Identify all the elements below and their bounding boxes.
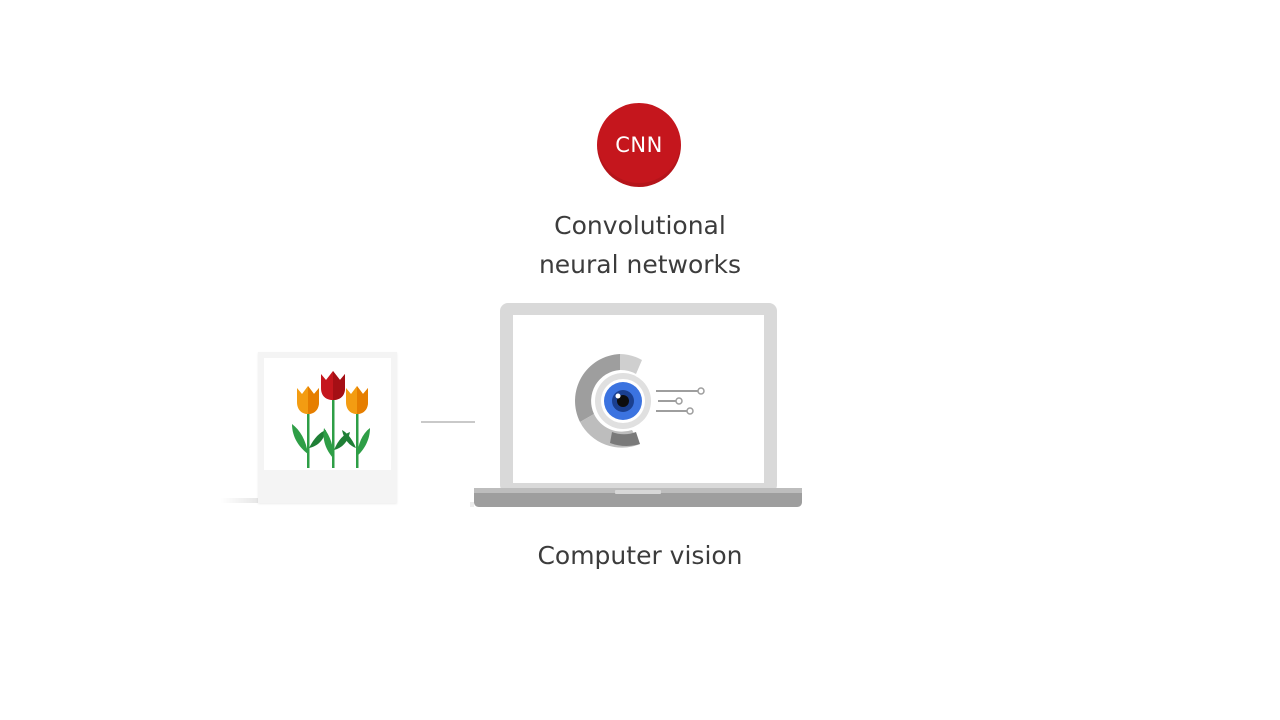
cnn-title-line-1: Convolutional — [554, 211, 726, 240]
cnn-badge-label: CNN — [615, 133, 663, 157]
photo-shadow — [220, 498, 260, 503]
tulips-icon — [292, 371, 370, 468]
computer-vision-caption: Computer vision — [537, 541, 743, 570]
cnn-title: Convolutional neural networks — [440, 206, 840, 284]
cnn-title-line-2: neural networks — [538, 250, 742, 279]
input-photo — [264, 358, 391, 470]
connector-line — [421, 421, 475, 423]
input-photo-card — [258, 352, 397, 503]
cnn-badge: CNN — [597, 103, 681, 187]
eye-circuit-icon — [575, 354, 705, 448]
